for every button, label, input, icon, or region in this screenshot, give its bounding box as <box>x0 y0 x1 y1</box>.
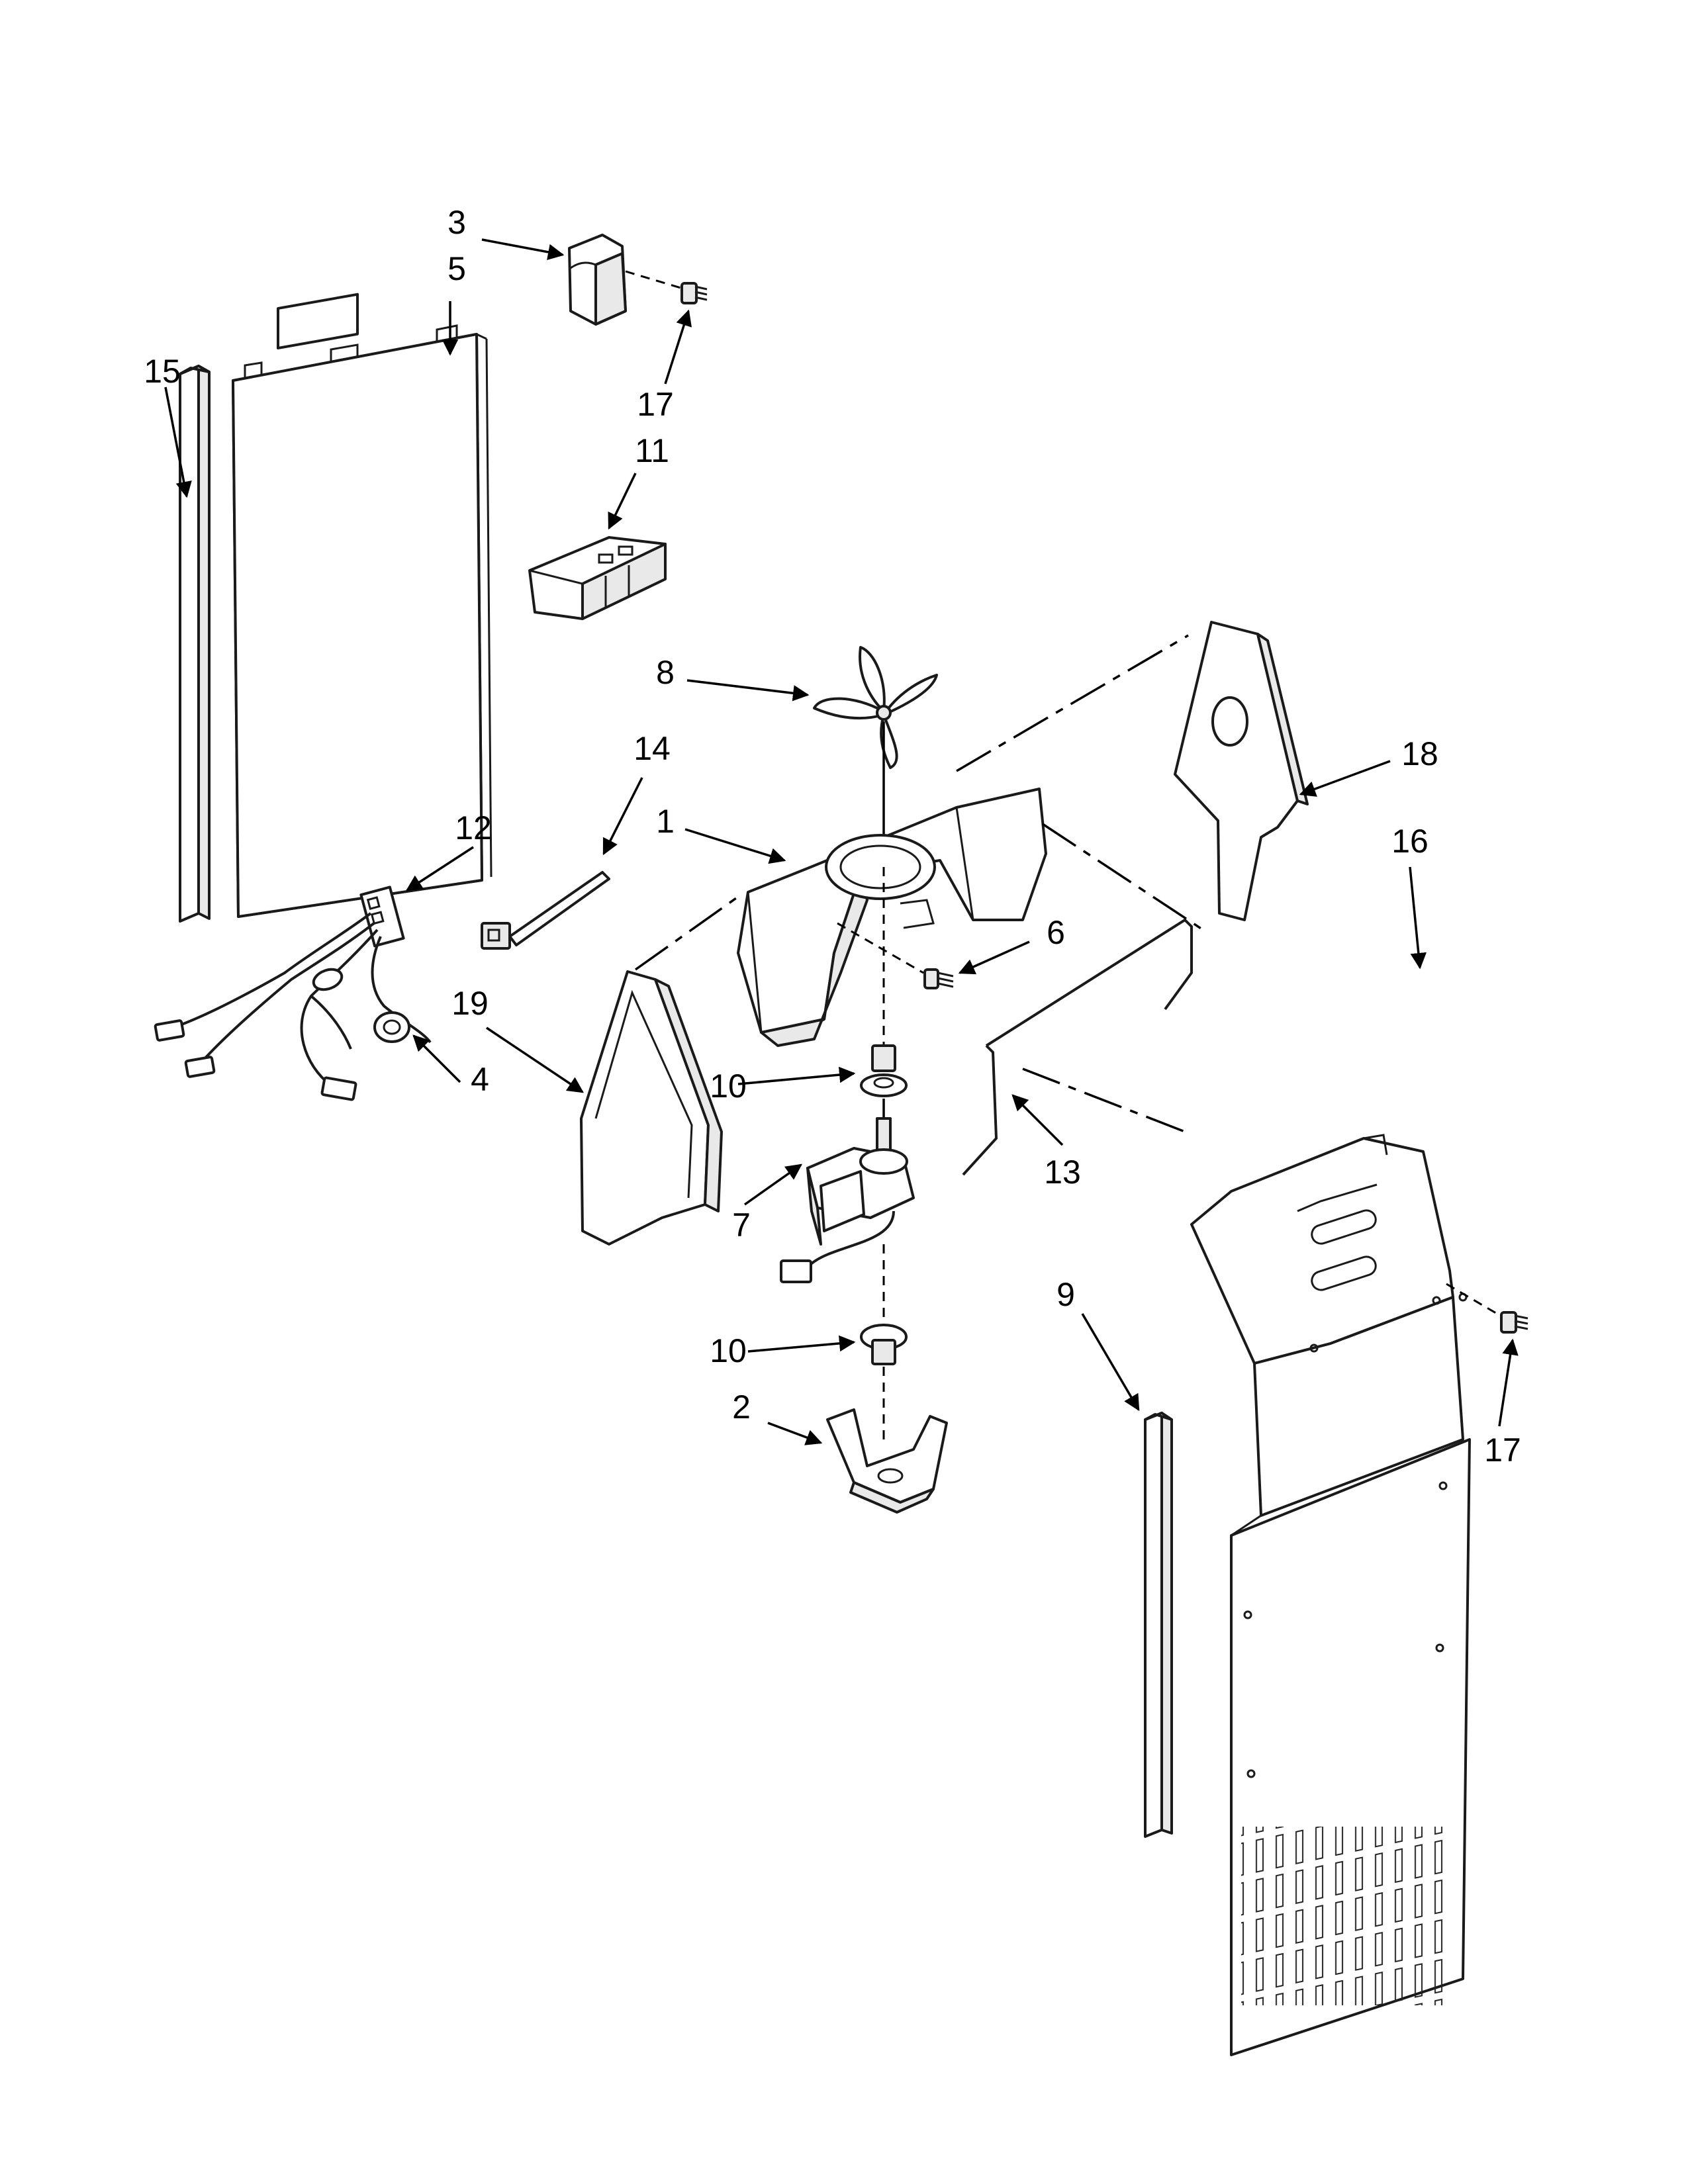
wire-rod <box>962 918 1193 1176</box>
callout-18: 18 <box>1401 735 1438 772</box>
screw-mid <box>837 922 954 989</box>
callout-16: 16 <box>1391 823 1429 860</box>
leader-lines <box>164 238 1519 1445</box>
fan-motor <box>780 1099 915 1283</box>
gasket-strip-right <box>1144 1412 1173 1838</box>
callout-17: 17 <box>1484 1432 1521 1469</box>
right-baffle <box>1174 621 1309 921</box>
callout-19: 19 <box>451 985 489 1022</box>
cable-tie <box>481 871 610 950</box>
callout-1: 1 <box>656 803 675 840</box>
callout-15: 15 <box>144 353 181 390</box>
small-cover <box>568 234 627 326</box>
callout-3: 3 <box>447 204 466 241</box>
callout-14: 14 <box>633 730 671 767</box>
screw-top <box>625 270 708 304</box>
callout-4: 4 <box>471 1061 489 1098</box>
callout-10: 10 <box>710 1068 747 1105</box>
assembly-lines <box>634 634 1209 1133</box>
wire-harness <box>154 886 432 1101</box>
evaporator-cover-panel <box>232 293 492 918</box>
control-bracket <box>528 536 667 620</box>
left-baffle <box>580 970 723 1246</box>
callout-10: 10 <box>710 1332 747 1369</box>
callout-12: 12 <box>455 809 492 846</box>
callout-17: 17 <box>637 386 674 423</box>
screw-right <box>1446 1283 1528 1334</box>
motor-bracket <box>826 1408 948 1514</box>
motor-mount-grommet-lower <box>860 1244 908 1443</box>
callout-11: 11 <box>635 432 669 469</box>
callout-6: 6 <box>1047 914 1065 951</box>
gasket-strip-left <box>179 365 211 923</box>
callout-13: 13 <box>1044 1154 1081 1191</box>
callout-9: 9 <box>1056 1276 1075 1313</box>
rear-duct-panel <box>1190 1134 1471 2056</box>
callout-labels: 3 5 15 17 11 8 14 18 12 1 16 6 19 4 10 1… <box>144 204 1521 1469</box>
fan-shroud-housing <box>737 788 1047 1047</box>
callout-7: 7 <box>732 1206 751 1244</box>
callout-8: 8 <box>656 654 675 691</box>
callout-2: 2 <box>732 1388 751 1426</box>
motor-mount-grommet-upper <box>860 867 908 1097</box>
grommet <box>373 1011 410 1043</box>
fan-blade <box>813 646 938 867</box>
callout-5: 5 <box>447 250 466 287</box>
